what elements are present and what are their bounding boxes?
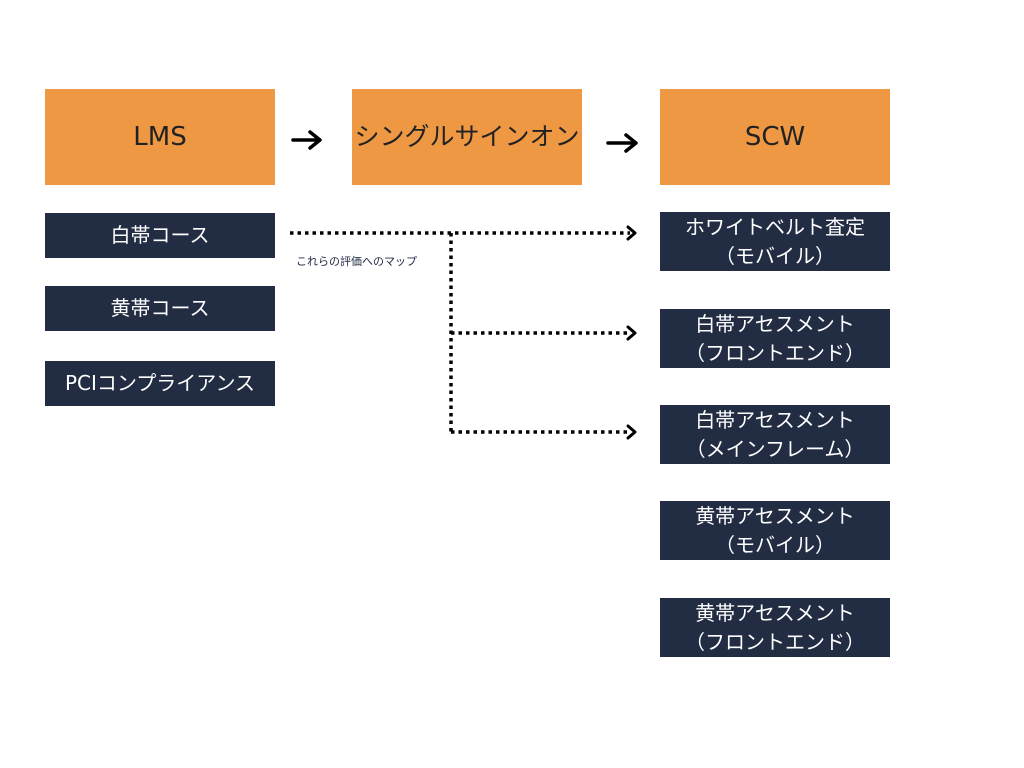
- sso-header-label: シングルサインオン: [354, 122, 580, 151]
- course-item-label: 黄帯コース: [110, 296, 210, 320]
- assessment-item-label: 黄帯アセスメント （モバイル）: [695, 503, 855, 557]
- scw-header: SCW: [660, 89, 890, 185]
- arrowhead-icon: [626, 424, 637, 440]
- dotted-arrowheads: [626, 225, 637, 440]
- sso-header: シングルサインオン: [352, 89, 582, 185]
- assessment-item-label: 白帯アセスメント （フロントエンド）: [685, 311, 865, 365]
- assessment-item-yellow-belt-mobile: 黄帯アセスメント （モバイル）: [660, 501, 890, 560]
- arrowhead-icon: [626, 225, 637, 241]
- course-item-label: 白帯コース: [110, 223, 210, 247]
- assessment-item-yellow-belt-frontend: 黄帯アセスメント （フロントエンド）: [660, 598, 890, 657]
- course-item-pci-compliance: PCIコンプライアンス: [45, 361, 275, 406]
- arrow-sso-to-scw: [606, 133, 638, 153]
- course-item-white-belt: 白帯コース: [45, 213, 275, 258]
- lms-header: LMS: [45, 89, 275, 185]
- scw-header-label: SCW: [744, 122, 806, 152]
- assessment-item-white-belt-mobile: ホワイトベルト査定 （モバイル）: [660, 212, 890, 271]
- arrowhead-icon: [626, 325, 637, 341]
- dotted-mapping-connector: [290, 231, 630, 434]
- mapping-annotation: これらの評価へのマップ: [296, 255, 417, 268]
- assessment-item-label: 黄帯アセスメント （フロントエンド）: [685, 600, 865, 654]
- course-item-yellow-belt: 黄帯コース: [45, 286, 275, 331]
- arrow-lms-to-sso: [291, 130, 322, 150]
- assessment-item-label: 白帯アセスメント （メインフレーム）: [685, 407, 865, 461]
- assessment-item-label: ホワイトベルト査定 （モバイル）: [685, 214, 865, 268]
- course-item-label: PCIコンプライアンス: [64, 371, 256, 395]
- assessment-item-white-belt-frontend: 白帯アセスメント （フロントエンド）: [660, 309, 890, 368]
- assessment-item-white-belt-mainframe: 白帯アセスメント （メインフレーム）: [660, 405, 890, 464]
- lms-header-label: LMS: [133, 122, 187, 152]
